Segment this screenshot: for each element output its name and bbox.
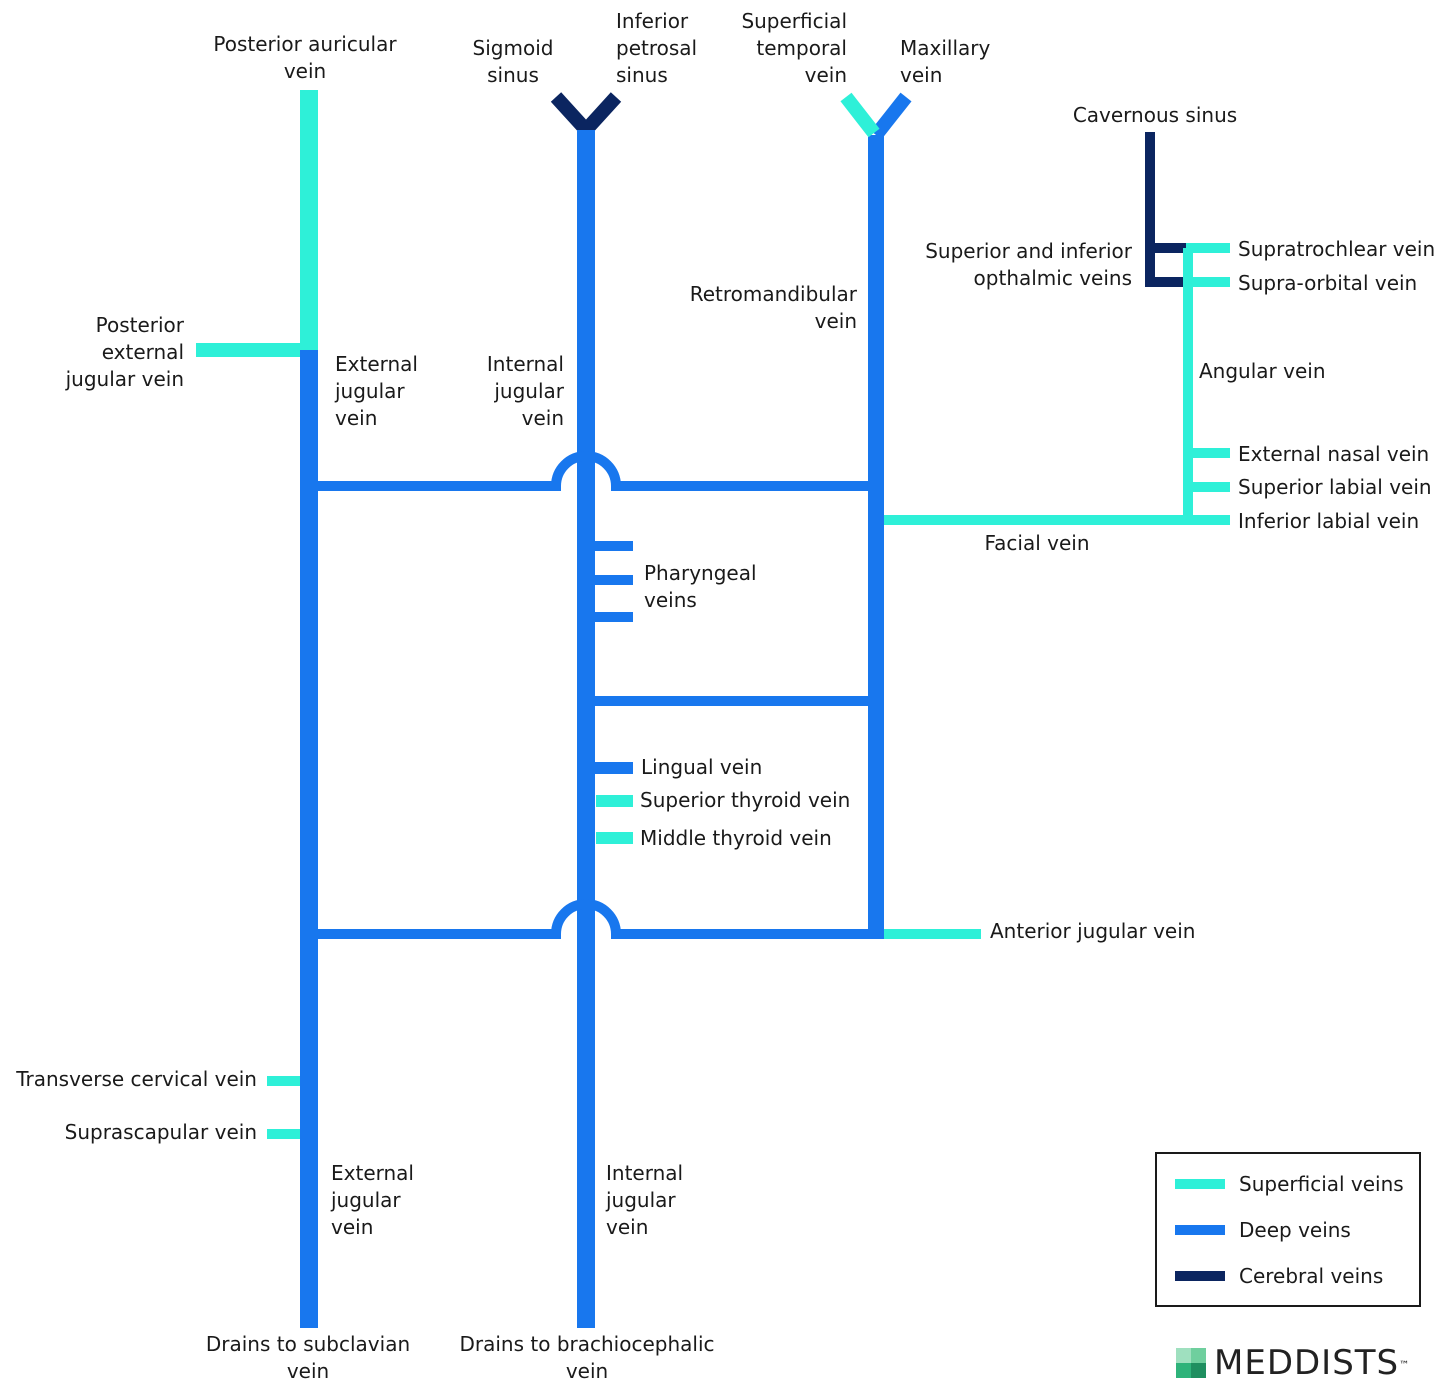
supraorbital-label: Supra-orbital vein [1238,271,1418,295]
sigmoid-petrosal-fork [550,92,622,141]
logo-mark-icon [1176,1348,1206,1378]
cavernous-sinus-line [1145,132,1186,287]
upper-connector [318,451,868,491]
deep-swatch [1175,1225,1225,1235]
superficial-swatch [1175,1179,1225,1189]
legend-label: Cerebral veins [1239,1264,1384,1288]
deep-veins [300,92,912,1328]
facial-vein-label: Facial vein [984,531,1090,555]
legend-label: Deep veins [1239,1218,1351,1242]
lower-connector [318,899,884,939]
legend: Superficial veins Deep veins Cerebral ve… [1155,1152,1421,1307]
legend-item-deep: Deep veins [1175,1215,1351,1245]
external-nasal-label: External nasal vein [1238,442,1430,466]
brand-trademark: ™ [1399,1359,1410,1371]
superficial-veins [196,90,1230,1139]
cavernous-sinus-label: Cavernous sinus [1072,103,1238,127]
legend-item-cerebral: Cerebral veins [1175,1261,1383,1291]
lingual-label: Lingual vein [641,755,763,779]
angular-vein-label: Angular vein [1199,359,1326,383]
maxillary-branch [870,92,912,140]
superior-thyroid-label: Superior thyroid vein [640,788,851,812]
transverse-cervical-label: Transverse cervical vein [16,1067,257,1091]
brand-name: MEDDISTS [1214,1343,1400,1383]
inferior-labial-label: Inferior labial vein [1238,509,1420,533]
legend-label: Superficial veins [1239,1172,1404,1196]
supratrochlear-label: Supratrochlear vein [1238,237,1435,261]
middle-thyroid-label: Middle thyroid vein [640,826,832,850]
cerebral-swatch [1175,1271,1225,1281]
superficial-temporal-branch [840,92,880,138]
suprascapular-label: Suprascapular vein [64,1120,257,1144]
superior-labial-label: Superior labial vein [1238,475,1432,499]
anterior-jugular-label: Anterior jugular vein [990,919,1196,943]
legend-item-superficial: Superficial veins [1175,1169,1404,1199]
